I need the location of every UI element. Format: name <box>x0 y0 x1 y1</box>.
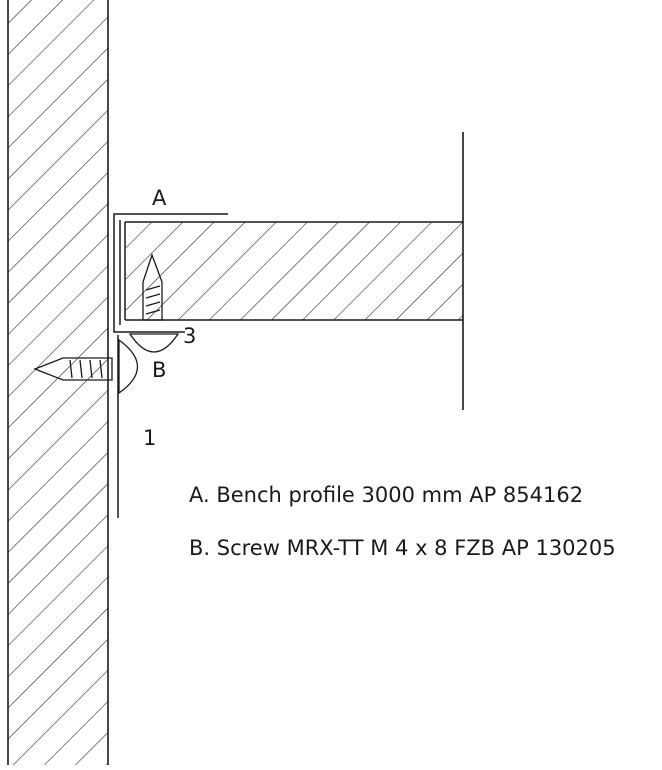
wall <box>7 0 109 765</box>
callout-b: B <box>152 358 167 382</box>
legend-item-a: A. Bench profile 3000 mm AP 854162 <box>189 483 584 507</box>
screw-b <box>33 338 138 395</box>
legend-item-b: B. Screw MRX-TT M 4 x 8 FZB AP 130205 <box>189 536 616 560</box>
screw-3 <box>128 253 180 353</box>
callout-3: 3 <box>183 324 197 348</box>
callout-a: A <box>152 186 167 210</box>
callout-1: 1 <box>143 426 157 450</box>
bench-profile-a <box>113 213 228 518</box>
bench-board <box>124 221 463 321</box>
